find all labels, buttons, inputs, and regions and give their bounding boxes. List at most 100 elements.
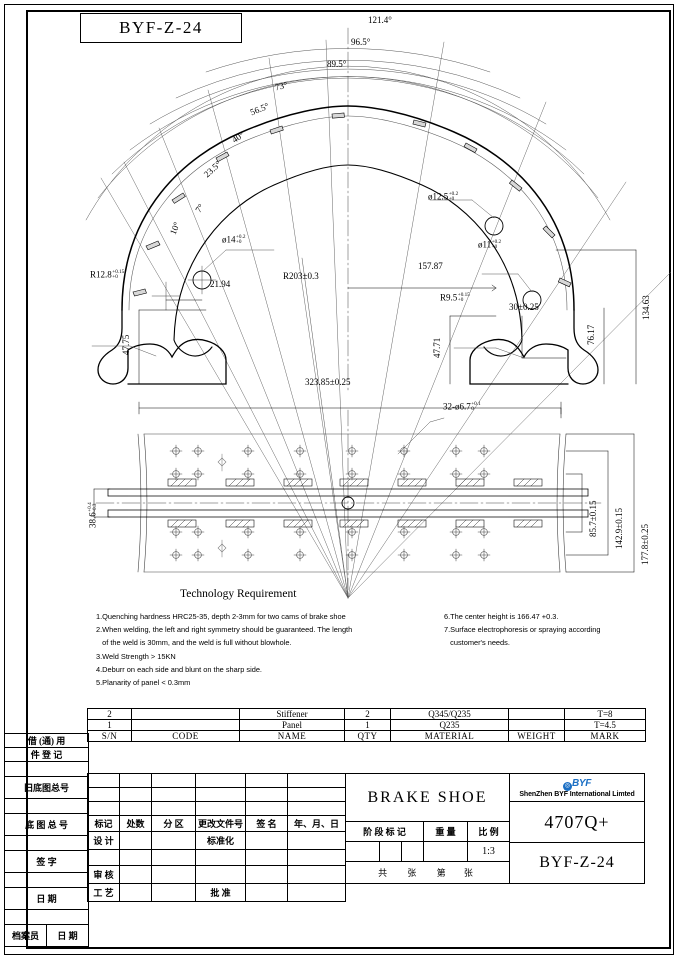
rev-design-c5: [245, 831, 288, 850]
dim-134-63: 134.63: [641, 295, 651, 320]
angle-label-121-4: 121.4°: [368, 15, 392, 25]
bom-header-sn: S/N: [87, 730, 132, 742]
rev-cell-r1c1: [87, 773, 120, 788]
company-logo: ◎BYF: [511, 777, 644, 791]
dim-323-85: 323.85±0.25: [305, 377, 351, 387]
drawing-name: BRAKE SHOE: [345, 773, 510, 822]
scale-value: 1:3: [467, 841, 510, 862]
dim-47-71: 47.71: [432, 337, 442, 358]
margin-blank-5: [4, 909, 89, 925]
rev-cell-r2c1: [87, 787, 120, 802]
rev-header-mark: 标记: [87, 815, 120, 832]
bom-mark-1: T=4.5: [564, 719, 646, 731]
rev-review-c4: [195, 865, 246, 884]
bom-name-1: Panel: [239, 719, 345, 731]
rev-review-c3: [151, 865, 196, 884]
dim-85-7: 85.7±0.15: [588, 500, 598, 537]
dim-hole-12-5: ø12.5+0.2+0: [428, 190, 459, 202]
company-name: ShenZhen BYF International Limted: [519, 790, 635, 798]
bom-header-code: CODE: [131, 730, 240, 742]
rev-cell-r3c1: [87, 801, 120, 816]
table-row: 2 Stiffener 2 Q345/Q235 T=8: [87, 708, 646, 720]
dim-r9-5-value: R9.5: [440, 292, 458, 303]
rev-cell-r2c6: [287, 787, 346, 802]
dim-38-6: 38.6+0.4-0.3: [86, 502, 98, 528]
stage-mark-label: 阶 段 标 记: [345, 821, 424, 842]
bill-of-materials-table: 2 Stiffener 2 Q345/Q235 T=8 1 Panel 1 Q2…: [87, 708, 646, 742]
bom-material-2: Q345/Q235: [390, 708, 509, 720]
rev-header-date: 年、月、日: [287, 815, 346, 832]
rev-cell-r2c4: [195, 787, 246, 802]
byf-logo-icon: ◎: [562, 781, 572, 791]
margin-label-old-drawing-no: 旧底图总号: [4, 776, 89, 799]
rev-design-c3: [151, 831, 196, 850]
logo-text: BYF: [571, 777, 592, 789]
rev-review-c2: [119, 865, 152, 884]
rev-blank-c3: [151, 849, 196, 866]
rev-review-c5: [245, 865, 288, 884]
dim-157-87: 157.87: [418, 261, 443, 271]
title-block-right: ◎BYF ShenZhen BYF International Limted 4…: [509, 773, 645, 884]
revision-signoff-table: 标记 处数 分 区 更改文件号 签 名 年、月、日 设 计 标准化 审 核: [87, 773, 346, 902]
dim-hole-14-value: ø14: [222, 234, 236, 245]
bom-weight-1: [508, 719, 565, 731]
rev-role-review: 审 核: [87, 865, 120, 884]
rev-header-zone: 分 区: [151, 815, 196, 832]
stage-cell-1: [345, 841, 380, 862]
bom-code-1: [131, 719, 240, 731]
sheet-border-inner: [26, 10, 671, 949]
bom-code-2: [131, 708, 240, 720]
dim-r12-8: R12.8+0.15+0: [90, 268, 125, 280]
company-cell: ◎BYF ShenZhen BYF International Limted: [509, 773, 645, 802]
dim-hole-12-5-value: ø12.5: [428, 191, 449, 202]
dim-76-17: 76.17: [586, 324, 596, 345]
part-number-text: BYF-Z-24: [119, 18, 203, 37]
rev-blank-c4: [195, 849, 246, 866]
rev-cell-r3c3: [151, 801, 196, 816]
stage-cell-3: [401, 841, 424, 862]
margin-blank-3: [4, 835, 89, 851]
rev-cell-r3c2: [119, 801, 152, 816]
rev-process-c2: [119, 883, 152, 902]
dim-30: 30±0.25: [509, 302, 539, 312]
sheet-total-prefix: 共: [378, 868, 388, 878]
stage-cell-2: [379, 841, 402, 862]
scale-label: 比 例: [467, 821, 510, 842]
rev-review-c6: [287, 865, 346, 884]
angle-label-96-5: 96.5°: [351, 37, 371, 47]
bom-header-mark: MARK: [564, 730, 646, 742]
engineering-drawing-graphics: [85, 27, 671, 599]
bom-header-material: MATERIAL: [390, 730, 509, 742]
bom-sn-2: 2: [87, 708, 132, 720]
title-block-center: BRAKE SHOE 阶 段 标 记 重 量 比 例 1:3 共 张 第 张: [345, 773, 510, 884]
bom-weight-2: [508, 708, 565, 720]
rev-cell-r2c2: [119, 787, 152, 802]
bom-name-2: Stiffener: [239, 708, 345, 720]
margin-label-archive-date: 日 期: [46, 924, 89, 947]
margin-label-borrow-1: 借 (通) 用: [4, 733, 89, 748]
table-row: 1 Panel 1 Q235 T=4.5: [87, 719, 646, 731]
margin-label-drawing-no: 底 图 总 号: [4, 813, 89, 836]
technology-notes-left: 1.Quenching hardness HRC25-35, depth 2-3…: [96, 612, 353, 688]
angle-label-89-5: 89.5°: [327, 59, 347, 69]
margin-label-archivist: 档案员: [4, 924, 47, 947]
rev-cell-r2c3: [151, 787, 196, 802]
rev-role-design: 设 计: [87, 831, 120, 850]
margin-label-date: 日 期: [4, 887, 89, 910]
rev-cell-r3c6: [287, 801, 346, 816]
rev-design-c2: [119, 831, 152, 850]
dim-r12-8-value: R12.8: [90, 269, 112, 280]
rev-cell-r1c2: [119, 773, 152, 788]
left-margin-table: 借 (通) 用 件 登 记 旧底图总号 底 图 总 号 签 字 日 期 档案员 …: [4, 733, 89, 947]
dim-hole-14: ø14+0.2+0: [222, 233, 246, 245]
rev-role-standardization: 标准化: [195, 831, 246, 850]
rev-role-process: 工 艺: [87, 883, 120, 902]
dim-47-75: 47.75: [121, 334, 131, 355]
margin-blank-1: [4, 761, 89, 777]
rev-cell-r1c6: [287, 773, 346, 788]
rev-role-approval: 批 准: [195, 883, 246, 902]
sheet-index-suffix: 张: [463, 868, 473, 878]
rev-cell-r2c5: [245, 787, 288, 802]
model-number: 4707Q+: [509, 801, 645, 843]
part-number-box: BYF-Z-24: [80, 13, 242, 43]
